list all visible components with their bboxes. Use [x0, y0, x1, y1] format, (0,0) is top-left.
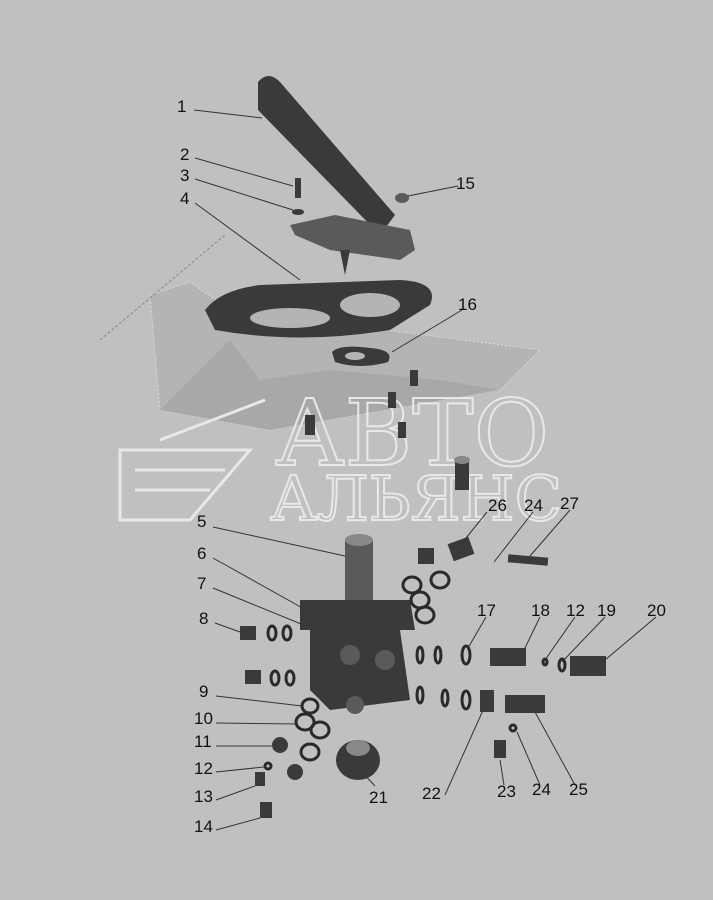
callout-18: 18: [531, 601, 550, 620]
callout-1: 1: [177, 97, 186, 116]
callout-4: 4: [180, 189, 189, 208]
callout-5: 5: [197, 512, 206, 531]
callout-24: 24: [524, 496, 543, 515]
callout-8: 8: [199, 609, 208, 628]
watermark-line2: АЛЬЯНС: [270, 462, 562, 535]
callout-17: 17: [477, 601, 496, 620]
callout-11: 11: [194, 732, 212, 751]
callout-16: 16: [458, 295, 477, 314]
callout-23: 23: [497, 782, 516, 801]
callout-25: 25: [569, 780, 588, 799]
callout-2: 2: [180, 145, 189, 164]
callout-10: 10: [194, 709, 213, 728]
callout-26: 26: [488, 496, 507, 515]
callout-14: 14: [194, 817, 213, 836]
callout-12: 12: [194, 759, 213, 778]
fittings: [240, 536, 606, 818]
watermark-logo: АВТО АЛЬЯНС: [118, 379, 563, 536]
callout-20: 20: [647, 601, 666, 620]
callout-15: 15: [456, 174, 475, 193]
callout-13: 13: [194, 787, 213, 806]
callout-3: 3: [180, 166, 189, 185]
leader-lines: [193, 109, 657, 831]
gasket-4: [205, 280, 432, 338]
callout-12-right: 12: [566, 601, 585, 620]
callout-22: 22: [422, 784, 441, 803]
callout-19: 19: [597, 601, 616, 620]
watermark-line1: АВТО: [275, 380, 549, 487]
callout-9: 9: [199, 682, 208, 701]
callout-7: 7: [197, 574, 206, 593]
callout-27: 27: [560, 494, 579, 513]
callout-21: 21: [369, 788, 388, 807]
gasket-16: [332, 346, 390, 366]
callout-labels: 1 2 3 4 15 16 5 6 7 8 9 10 11 12 13 14 2…: [177, 97, 666, 836]
callout-24-bottom: 24: [532, 780, 551, 799]
brake-valve: [300, 456, 470, 780]
callout-6: 6: [197, 544, 206, 563]
pedal-assembly: [258, 76, 415, 275]
floor-bolts: [305, 370, 418, 438]
